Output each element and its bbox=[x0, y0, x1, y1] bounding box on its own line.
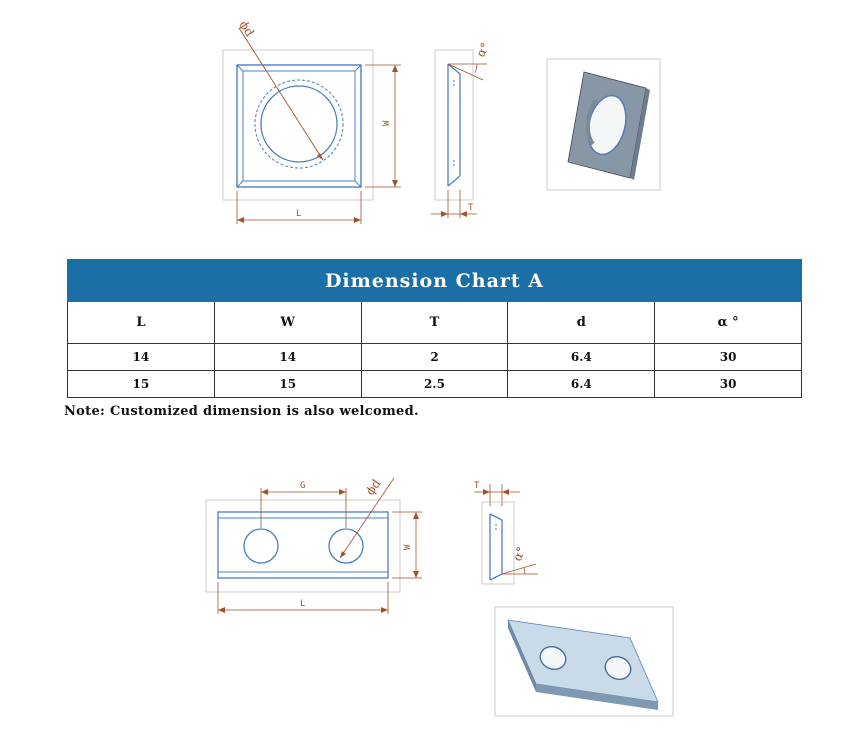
spacing-label: G bbox=[300, 481, 305, 491]
header-cell-alpha: α ° bbox=[654, 301, 802, 344]
dimension-chart-table: Dimension Chart A L W T d α ° 14 14 2 6.… bbox=[67, 259, 802, 398]
table-cell: 14 bbox=[213, 343, 362, 371]
alpha-label: α° bbox=[510, 545, 529, 564]
drawing-a-3d-view bbox=[546, 58, 662, 192]
drawing-b-front-view: G ϕd W L bbox=[200, 470, 430, 620]
chart-title: Dimension Chart A bbox=[67, 259, 802, 302]
thickness-label: T bbox=[474, 481, 480, 491]
drawing-a-side-view: α° T bbox=[425, 40, 505, 225]
table-cell: 6.4 bbox=[507, 343, 656, 371]
table-cell: 6.4 bbox=[507, 370, 656, 398]
table-row: 14 14 2 6.4 30 bbox=[67, 343, 802, 371]
alpha-label: α° bbox=[473, 40, 492, 59]
diameter-label: ϕd bbox=[363, 476, 384, 497]
width-label: W bbox=[382, 120, 392, 126]
table-cell: 15 bbox=[213, 370, 362, 398]
drawing-a-front-view: ϕd W L bbox=[205, 10, 415, 230]
customization-note: Note: Customized dimension is also welco… bbox=[64, 404, 419, 419]
diameter-label: ϕd bbox=[236, 18, 256, 39]
table-cell: 14 bbox=[67, 343, 215, 371]
table-cell: 30 bbox=[654, 343, 802, 371]
chart-header-row: L W T d α ° bbox=[67, 301, 802, 344]
table-cell: 2.5 bbox=[360, 370, 509, 398]
header-cell-t: T bbox=[360, 301, 509, 344]
table-cell: 30 bbox=[654, 370, 802, 398]
drawing-b-3d-view bbox=[494, 606, 676, 718]
header-cell-w: W bbox=[213, 301, 362, 344]
table-cell: 15 bbox=[67, 370, 215, 398]
drawing-b-side-view: T α° bbox=[468, 478, 548, 588]
table-cell: 2 bbox=[360, 343, 509, 371]
thickness-label: T bbox=[468, 203, 474, 213]
header-cell-l: L bbox=[67, 301, 215, 344]
table-row: 15 15 2.5 6.4 30 bbox=[67, 370, 802, 398]
length-label: L bbox=[300, 599, 305, 609]
length-label: L bbox=[296, 209, 301, 219]
width-label: W bbox=[403, 544, 413, 550]
header-cell-d: d bbox=[507, 301, 656, 344]
